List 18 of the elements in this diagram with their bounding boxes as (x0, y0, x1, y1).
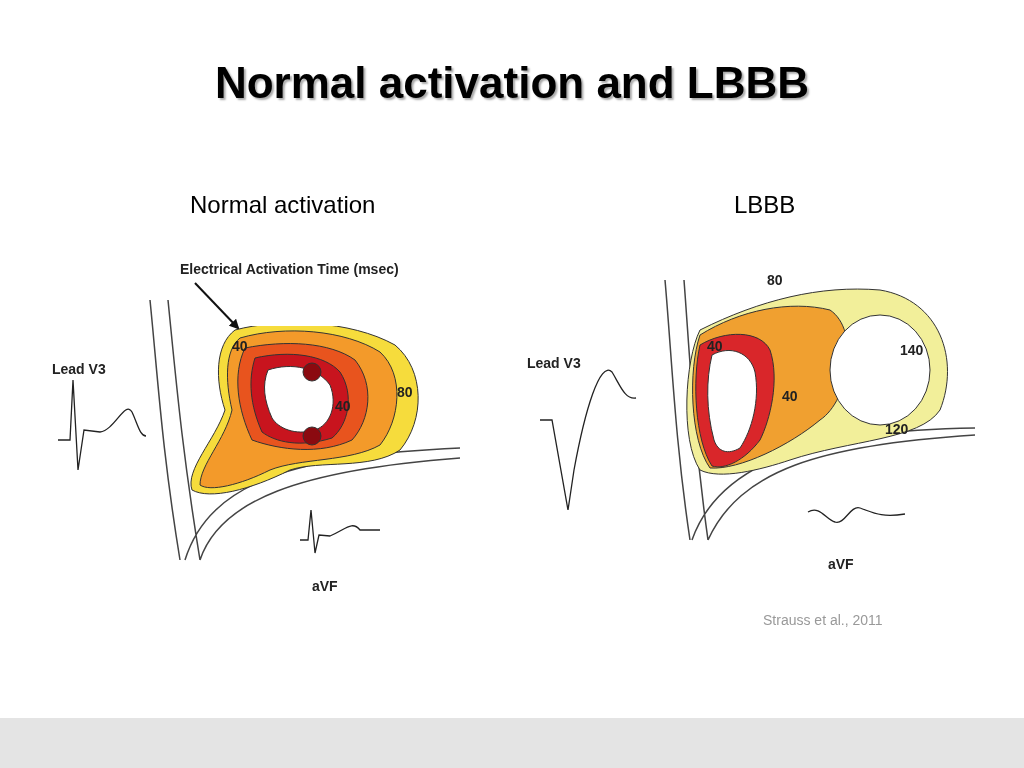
annotation-text: Electrical Activation Time (msec) (180, 261, 425, 281)
value-label: 40 (335, 398, 351, 414)
lead-label: aVF (312, 578, 338, 594)
panel-heading: LBBB (734, 191, 796, 219)
value-label: 80 (767, 272, 783, 288)
citation: Strauss et al., 2011 (763, 612, 883, 628)
panel-heading: Normal activation (190, 191, 376, 219)
lead-label: Lead V3 (52, 361, 106, 377)
value-label: 80 (397, 384, 413, 400)
value-label: 40 (782, 388, 798, 404)
value-label: 120 (885, 421, 909, 437)
slide-title: Normal activation and LBBB (213, 58, 811, 108)
leader-line (194, 282, 240, 330)
lead-label: aVF (828, 556, 854, 572)
lead-label: Lead V3 (527, 355, 581, 371)
value-label: 40 (232, 338, 248, 354)
value-label: 40 (707, 338, 723, 354)
value-label: 140 (900, 342, 924, 358)
